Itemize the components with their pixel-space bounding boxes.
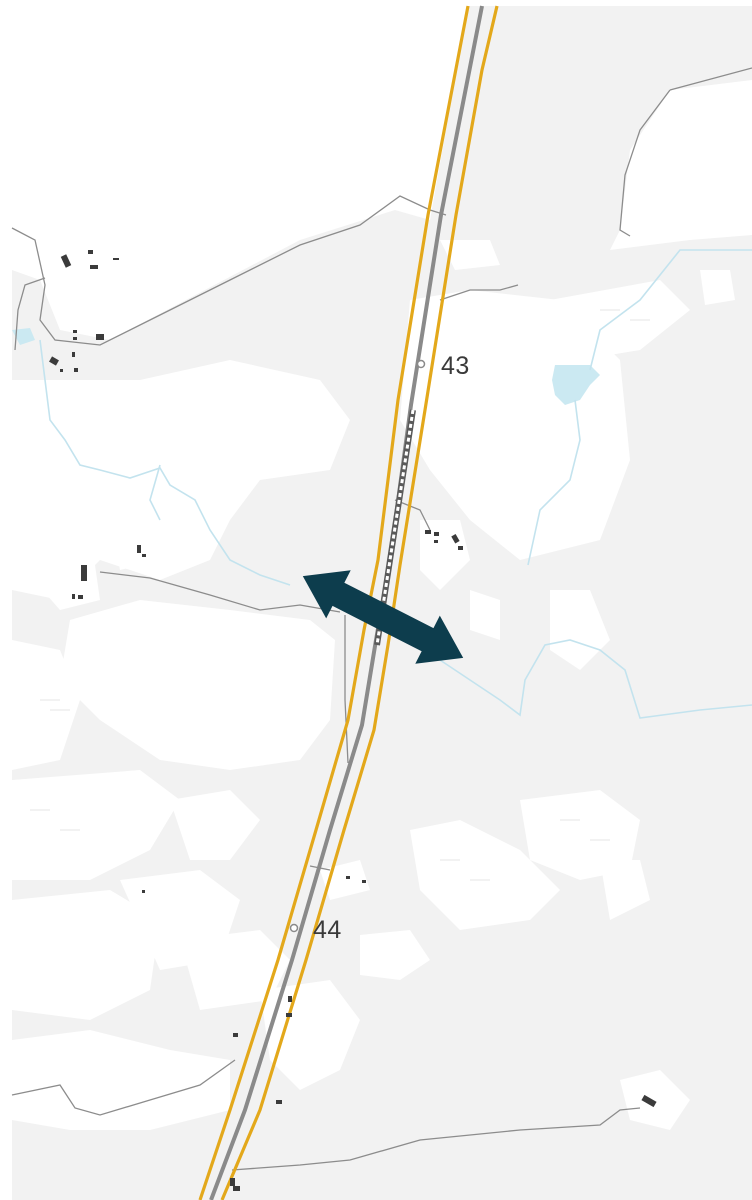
streams: [39, 249, 752, 719]
km-label-44: 44: [313, 916, 342, 944]
km-marker-dot-icon: [416, 359, 426, 369]
main-road: [198, 5, 499, 1200]
pond: [12, 328, 35, 345]
km-marker-dot-icon: [289, 923, 299, 933]
buildings: [49, 250, 657, 1191]
marsh-hatching: [30, 309, 650, 881]
lake: [552, 365, 600, 405]
open-areas: [12, 6, 752, 1130]
km-label-43: 43: [441, 352, 470, 380]
water-features: [12, 249, 752, 719]
wildlife-crossing-arrow-icon[interactable]: [291, 552, 476, 682]
